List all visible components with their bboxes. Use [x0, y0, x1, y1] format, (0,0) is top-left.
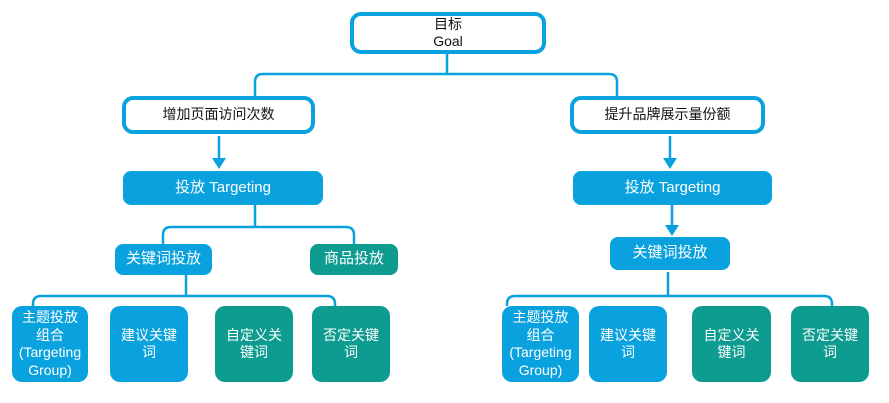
- node-left-leaf-negative-keywords: 否定关键词: [312, 306, 390, 382]
- node-left-leaf-custom-keywords: 自定义关键词: [215, 306, 293, 382]
- node-right-leaf-suggested-keywords: 建议关键词: [589, 306, 667, 382]
- node-right-goal: 提升品牌展示量份额: [570, 96, 765, 134]
- node-left-goal-label: 增加页面访问次数: [162, 106, 275, 123]
- right-leaf-suggested-keywords-label: 建议关键词: [600, 326, 656, 361]
- node-goal: 目标 Goal: [350, 12, 546, 54]
- connector-right-leaf-split: [505, 272, 834, 306]
- node-left-leaf-suggested-keywords: 建议关键词: [110, 306, 188, 382]
- node-right-leaf-targeting-group: 主题投放组合 (Targeting Group): [502, 306, 579, 382]
- node-right-leaf-negative-keywords: 否定关键词: [791, 306, 869, 382]
- goal-label-cn: 目标: [433, 15, 462, 32]
- node-left-goal: 增加页面访问次数: [122, 96, 315, 134]
- left-leaf-negative-keywords-label: 否定关键词: [323, 326, 379, 361]
- right-leaf-custom-keywords-label: 自定义关键词: [703, 326, 760, 361]
- goal-label-en: Goal: [433, 33, 463, 49]
- connector-left-leaf-split: [31, 274, 337, 306]
- node-goal-label: 目标 Goal: [433, 16, 463, 51]
- connector-root-split: [253, 54, 619, 96]
- node-left-targeting-label: 投放 Targeting: [175, 178, 271, 196]
- node-right-goal-label: 提升品牌展示量份额: [604, 106, 731, 123]
- right-leaf-negative-keywords-label: 否定关键词: [802, 326, 858, 361]
- node-right-targeting: 投放 Targeting: [573, 171, 772, 205]
- node-right-targeting-label: 投放 Targeting: [624, 178, 721, 196]
- left-leaf-targeting-group-label: 主题投放组合 (Targeting Group): [18, 309, 82, 378]
- node-left-leaf-targeting-group: 主题投放组合 (Targeting Group): [12, 306, 88, 382]
- node-product-targeting: 商品投放: [310, 244, 398, 275]
- left-leaf-custom-keywords-label: 自定义关键词: [226, 326, 282, 361]
- left-leaf-suggested-keywords-label: 建议关键词: [121, 326, 177, 361]
- node-left-keyword-label: 关键词投放: [125, 250, 201, 268]
- connector-left-targeting-split: [161, 205, 356, 244]
- node-left-keyword-targeting: 关键词投放: [115, 244, 212, 275]
- arrowhead-right-targeting-to-keyword: [665, 225, 679, 236]
- arrowhead-right-goal-to-targeting: [663, 158, 677, 169]
- node-left-targeting: 投放 Targeting: [123, 171, 323, 205]
- node-right-leaf-custom-keywords: 自定义关键词: [692, 306, 771, 382]
- node-product-label: 商品投放: [323, 250, 384, 268]
- right-leaf-targeting-group-label: 主题投放组合 (Targeting Group): [509, 309, 572, 378]
- arrowhead-left-goal-to-targeting: [212, 158, 226, 169]
- node-right-keyword-targeting: 关键词投放: [610, 237, 730, 270]
- node-right-keyword-label: 关键词投放: [632, 244, 708, 262]
